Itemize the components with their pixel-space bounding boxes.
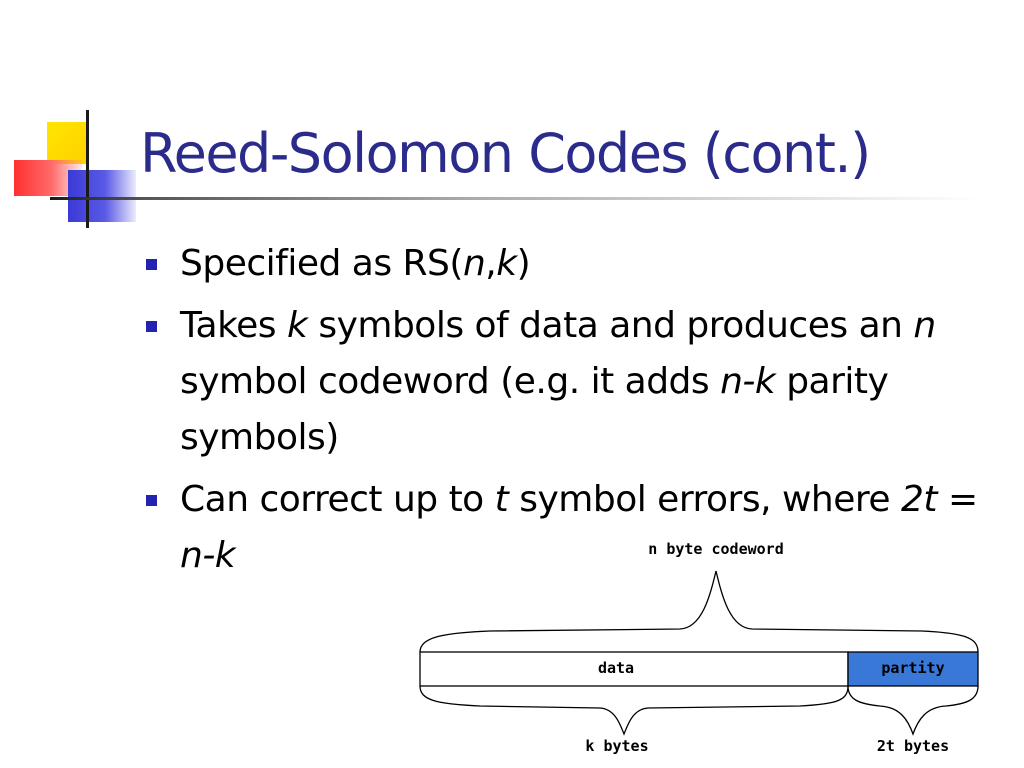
text-run: Can correct up to xyxy=(180,479,495,520)
text-run: k xyxy=(287,305,308,346)
data-bytes-label: k bytes xyxy=(585,737,648,755)
text-run: symbol codeword (e.g. it adds xyxy=(180,361,721,402)
logo-yellow-square xyxy=(47,122,87,164)
title-underline xyxy=(50,197,980,200)
text-run: symbol errors, where xyxy=(508,479,901,520)
data-block xyxy=(419,651,849,687)
parity-bytes-brace xyxy=(847,685,979,736)
parity-label: partity xyxy=(881,659,944,677)
text-run: n-k xyxy=(720,361,776,402)
text-run: t xyxy=(494,479,509,520)
text-run: n-k xyxy=(180,535,236,576)
text-run: = xyxy=(937,479,978,520)
text-run: n xyxy=(913,305,936,346)
parity-bytes-label: 2t bytes xyxy=(877,737,949,755)
bullet-text: Specified as RS(n,k) xyxy=(180,243,531,284)
logo-blue-square xyxy=(68,170,136,222)
text-run: Specified as RS( xyxy=(180,243,463,284)
text-run: k xyxy=(496,243,517,284)
text-run: n xyxy=(462,243,486,284)
codeword-brace xyxy=(419,570,979,653)
text-run: symbols of data and produces an xyxy=(307,305,914,346)
codeword-label: n byte codeword xyxy=(648,540,783,558)
text-run: ) xyxy=(516,243,531,284)
text-run: , xyxy=(485,243,497,284)
bullet-list: Specified as RS(n,k) Takes k symbols of … xyxy=(140,236,1000,590)
text-run: parity symbols) xyxy=(180,361,889,458)
text-run: 2t xyxy=(900,479,938,520)
square-bullet-icon xyxy=(146,495,157,506)
bullet-item: Can correct up to t symbol errors, where… xyxy=(140,472,1000,584)
logo-vertical-line xyxy=(86,110,89,228)
bullet-text: Can correct up to t symbol errors, where… xyxy=(180,479,978,576)
slide-title: Reed-Solomon Codes (cont.) xyxy=(140,122,871,185)
square-bullet-icon xyxy=(146,259,157,270)
bullet-item: Specified as RS(n,k) xyxy=(140,236,1000,292)
bullet-item: Takes k symbols of data and produces an … xyxy=(140,298,1000,466)
text-run: Takes xyxy=(180,305,288,346)
square-bullet-icon xyxy=(146,321,157,332)
codeword-diagram: n byte codeword data partity k bytes 2t … xyxy=(419,540,979,755)
data-bytes-brace xyxy=(419,685,849,736)
data-label: data xyxy=(598,659,634,677)
bullet-text: Takes k symbols of data and produces an … xyxy=(180,305,936,458)
parity-block xyxy=(847,651,979,687)
